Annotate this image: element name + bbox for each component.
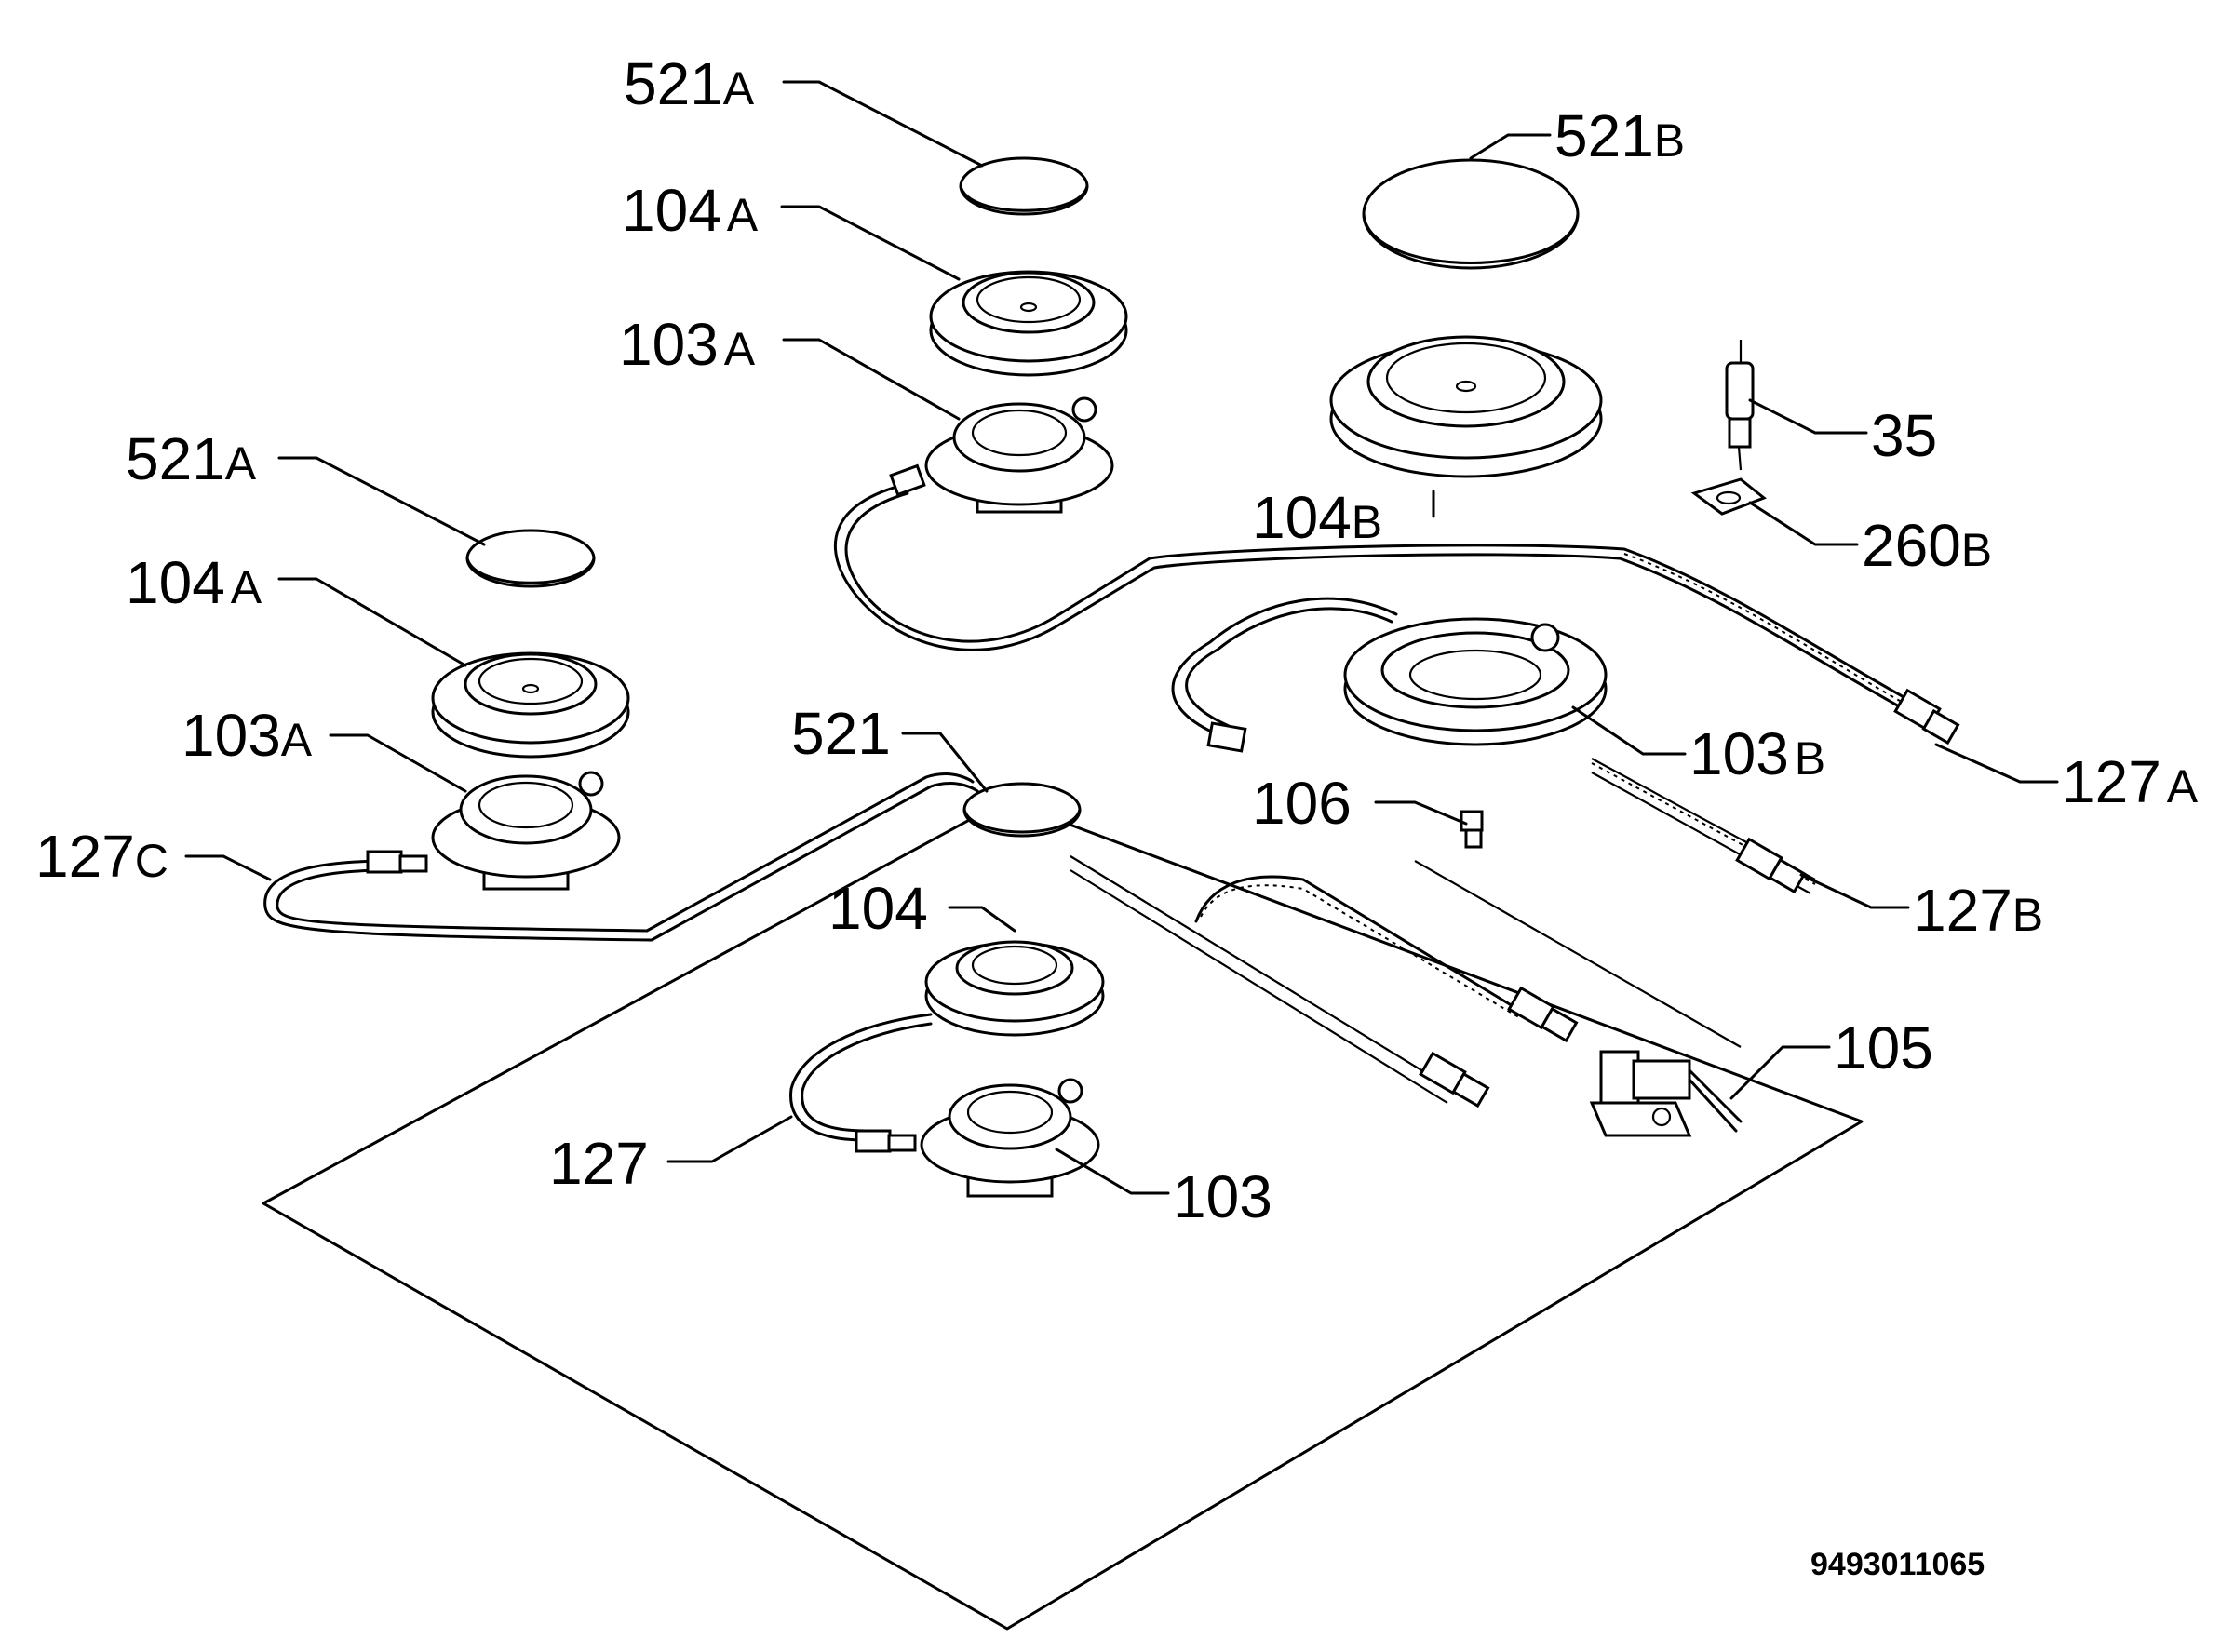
pipe-diag-line (1070, 855, 1453, 1090)
connector-nuts (366, 463, 1960, 1153)
label-127c: 127C (35, 823, 168, 890)
burner-cap-521b (1362, 158, 1580, 270)
gas-pipe-front (1194, 875, 1528, 1016)
label-521: 521 (791, 700, 891, 767)
burner-body-103 (920, 1078, 1100, 1198)
label-521a-top: 521A (624, 50, 755, 117)
injector-106 (1460, 810, 1484, 849)
label-521a-left: 521A (126, 425, 257, 492)
ignition-plug-35 (1725, 340, 1755, 471)
gas-pipe-127-inner (801, 1022, 933, 1133)
plate-edge-line (1414, 860, 1742, 1048)
label-35: 35 (1871, 402, 1937, 469)
burner-body-103a-left (431, 771, 621, 891)
burner-cap-521 (962, 782, 1082, 838)
pipe-front-hatch (1200, 884, 1523, 1020)
label-127: 127 (549, 1130, 649, 1197)
burner-crown-104 (924, 940, 1105, 1037)
label-104: 104 (828, 875, 928, 942)
gas-tap-105 (1589, 1050, 1743, 1137)
drawing-code: 9493011065 (1810, 1547, 1985, 1582)
ignition-bracket-260b (1690, 477, 1767, 516)
label-127b: 127B (1913, 877, 2043, 944)
burner-body-103b (1343, 617, 1608, 746)
burner-crown-104b (1329, 335, 1603, 478)
label-106: 106 (1252, 770, 1352, 837)
gas-pipe-127c (263, 782, 979, 942)
burner-crown-104a-left (431, 651, 630, 759)
label-260b: 260B (1862, 512, 1992, 579)
gas-pipe-127a (834, 482, 1919, 719)
gas-pipe-127 (789, 1013, 933, 1142)
burner-cap-521a-left (465, 529, 596, 588)
burner-body-103a-top (924, 396, 1114, 514)
leader-lines (184, 80, 2059, 1195)
burner-crown-104a-top (929, 270, 1128, 377)
pipe-diag-line-2 (1070, 869, 1448, 1104)
label-105: 105 (1834, 1014, 1933, 1081)
gas-pipe-103b (1171, 597, 1398, 737)
hob-base-plate (262, 799, 1864, 1631)
gas-pipe-127a-inner (844, 491, 1924, 709)
gas-pipe-103b-inner (1185, 607, 1393, 728)
pipe-127a-hatch (1623, 553, 1920, 713)
label-103: 103 (1173, 1163, 1272, 1230)
burner-cap-521a-top (959, 156, 1089, 216)
gas-pipe-127c-inner (276, 772, 975, 933)
label-521b: 521B (1554, 102, 1685, 169)
label-103a-left: 103A (182, 702, 313, 769)
label-104b: 104B (1252, 484, 1382, 551)
